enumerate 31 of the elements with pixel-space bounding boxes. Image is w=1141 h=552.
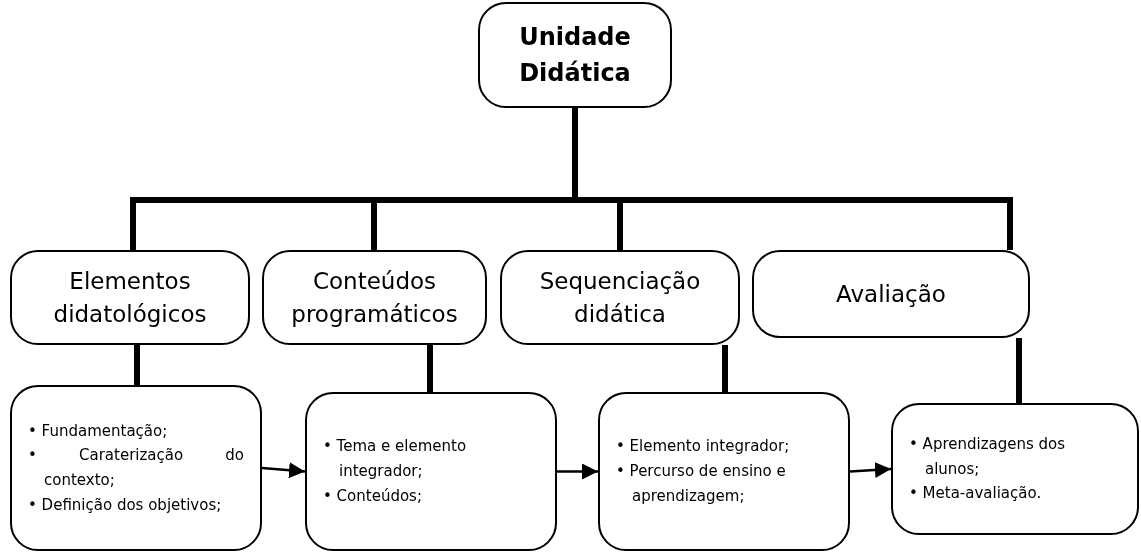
- category-text: Conteúdos programáticos: [290, 267, 459, 329]
- category-box: [752, 250, 1030, 338]
- category-box: [500, 250, 740, 345]
- arrow: [261, 462, 306, 479]
- bullet-item: • Definição dos objetivos;: [28, 494, 223, 516]
- connector-line: [134, 345, 140, 385]
- bullet-item: • Percurso de ensino e aprendizagem;: [616, 461, 787, 507]
- bullet-item: • Tema e elemento integrador;: [323, 436, 468, 483]
- list-box: [598, 392, 850, 551]
- bullet-item: • Caraterização do contexto;: [28, 445, 244, 491]
- connector-line: [1016, 338, 1022, 403]
- list-box: [305, 392, 557, 551]
- title-box: [478, 2, 672, 108]
- bullet-item: • Meta-avaliação.: [909, 483, 1043, 505]
- category-text: Sequenciação didática: [538, 267, 702, 329]
- bullet-item: • Elemento integrador;: [616, 436, 791, 458]
- connector-line: [572, 108, 1013, 250]
- bullet-item: • Fundamentação;: [28, 420, 169, 442]
- title-text: Unidade Didática: [518, 22, 632, 89]
- category-text: Avaliação: [836, 279, 946, 309]
- bullet-item: • Aprendizagens dos alunos;: [909, 433, 1067, 480]
- category-box: [262, 250, 487, 345]
- connector-line: [427, 345, 433, 392]
- category-text: Elementos didatológicos: [52, 267, 208, 329]
- arrow: [849, 462, 892, 478]
- connector-line: [722, 345, 728, 392]
- list-box: [891, 403, 1139, 535]
- category-box: [10, 250, 250, 345]
- arrow: [557, 463, 598, 480]
- list-box: [10, 385, 262, 551]
- bullet-item: • Conteúdos;: [323, 485, 423, 507]
